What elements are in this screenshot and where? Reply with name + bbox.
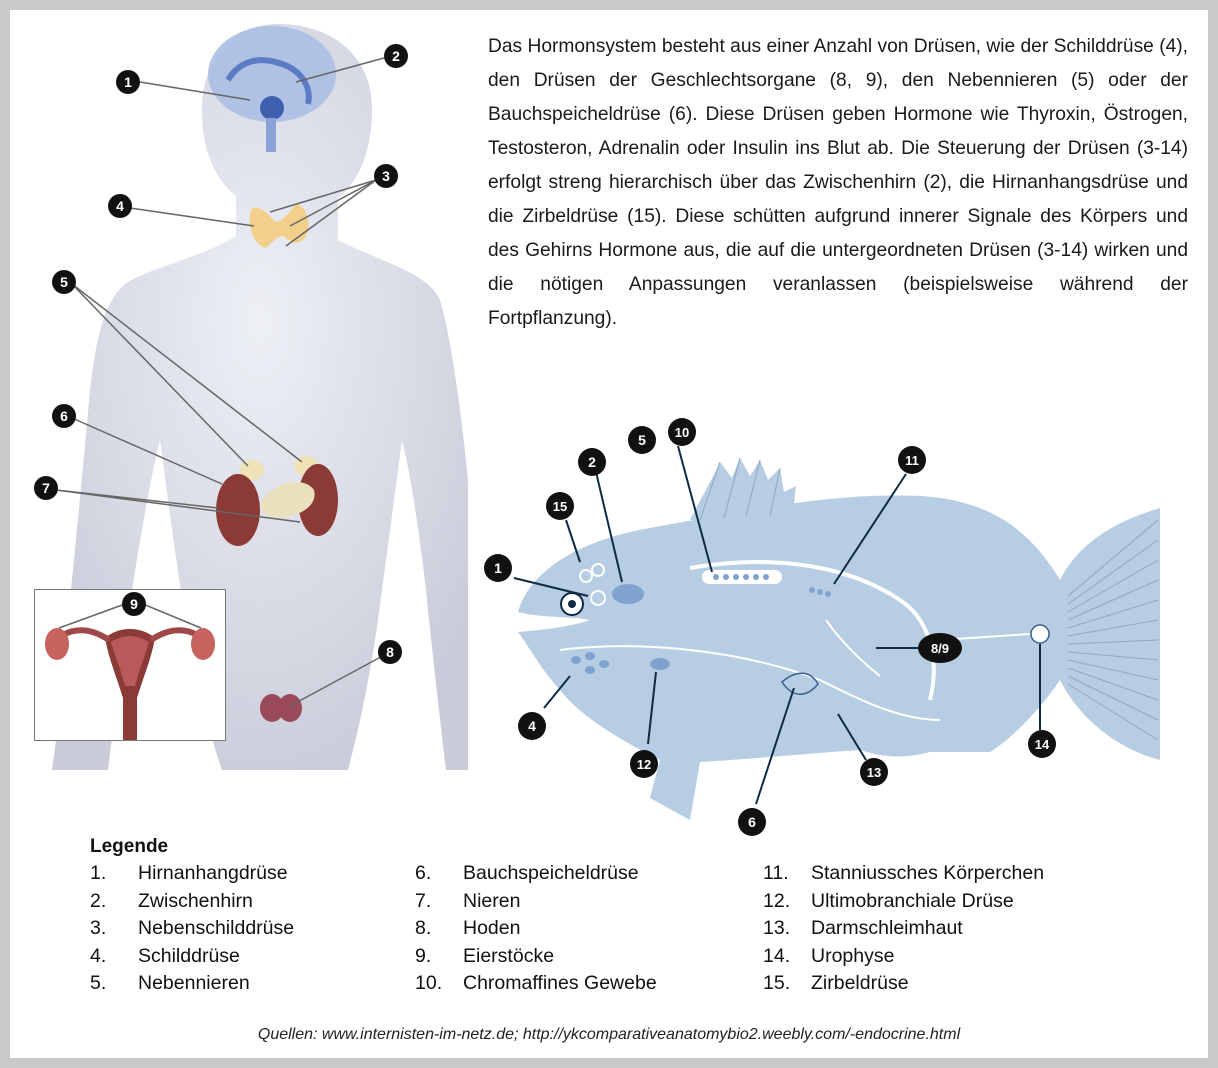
testes-right xyxy=(278,694,302,722)
legend-item: 9.Eierstöcke xyxy=(415,943,657,971)
legend-item: 2.Zwischenhirn xyxy=(90,888,294,916)
legend-item: 15.Zirbeldrüse xyxy=(763,970,1044,998)
legend-column-3: 11.Stanniussches Körperchen 12.Ultimobra… xyxy=(763,860,1044,998)
legend-item: 3.Nebenschilddrüse xyxy=(90,915,294,943)
legend-item: 4.Schilddrüse xyxy=(90,943,294,971)
legend-item: 13.Darmschleimhaut xyxy=(763,915,1044,943)
ovary-right xyxy=(191,628,215,660)
legend-item: 1.Hirnanhangdrüse xyxy=(90,860,294,888)
legend-item: 11.Stanniussches Körperchen xyxy=(763,860,1044,888)
kidney-left xyxy=(216,474,260,546)
legend-item: 7.Nieren xyxy=(415,888,657,916)
legend-column-2: 6.Bauchspeicheldrüse 7.Nieren 8.Hoden 9.… xyxy=(415,860,657,998)
legend-item: 12.Ultimobranchiale Drüse xyxy=(763,888,1044,916)
legend-item: 10.Chromaffines Gewebe xyxy=(415,970,657,998)
legend-item: 8.Hoden xyxy=(415,915,657,943)
legend-column-1: 1.Hirnanhangdrüse 2.Zwischenhirn 3.Neben… xyxy=(90,860,294,998)
legend-item: 6.Bauchspeicheldrüse xyxy=(415,860,657,888)
legend-item: 5.Nebennieren xyxy=(90,970,294,998)
description-text: Das Hormonsystem besteht aus einer Anzah… xyxy=(488,30,1188,336)
legend-item: 14.Urophyse xyxy=(763,943,1044,971)
sources-caption: Quellen: www.internisten-im-netz.de; htt… xyxy=(0,1026,1218,1044)
legend-title: Legende xyxy=(90,836,168,858)
ovary-left xyxy=(45,628,69,660)
ovaries-inset xyxy=(34,589,226,741)
